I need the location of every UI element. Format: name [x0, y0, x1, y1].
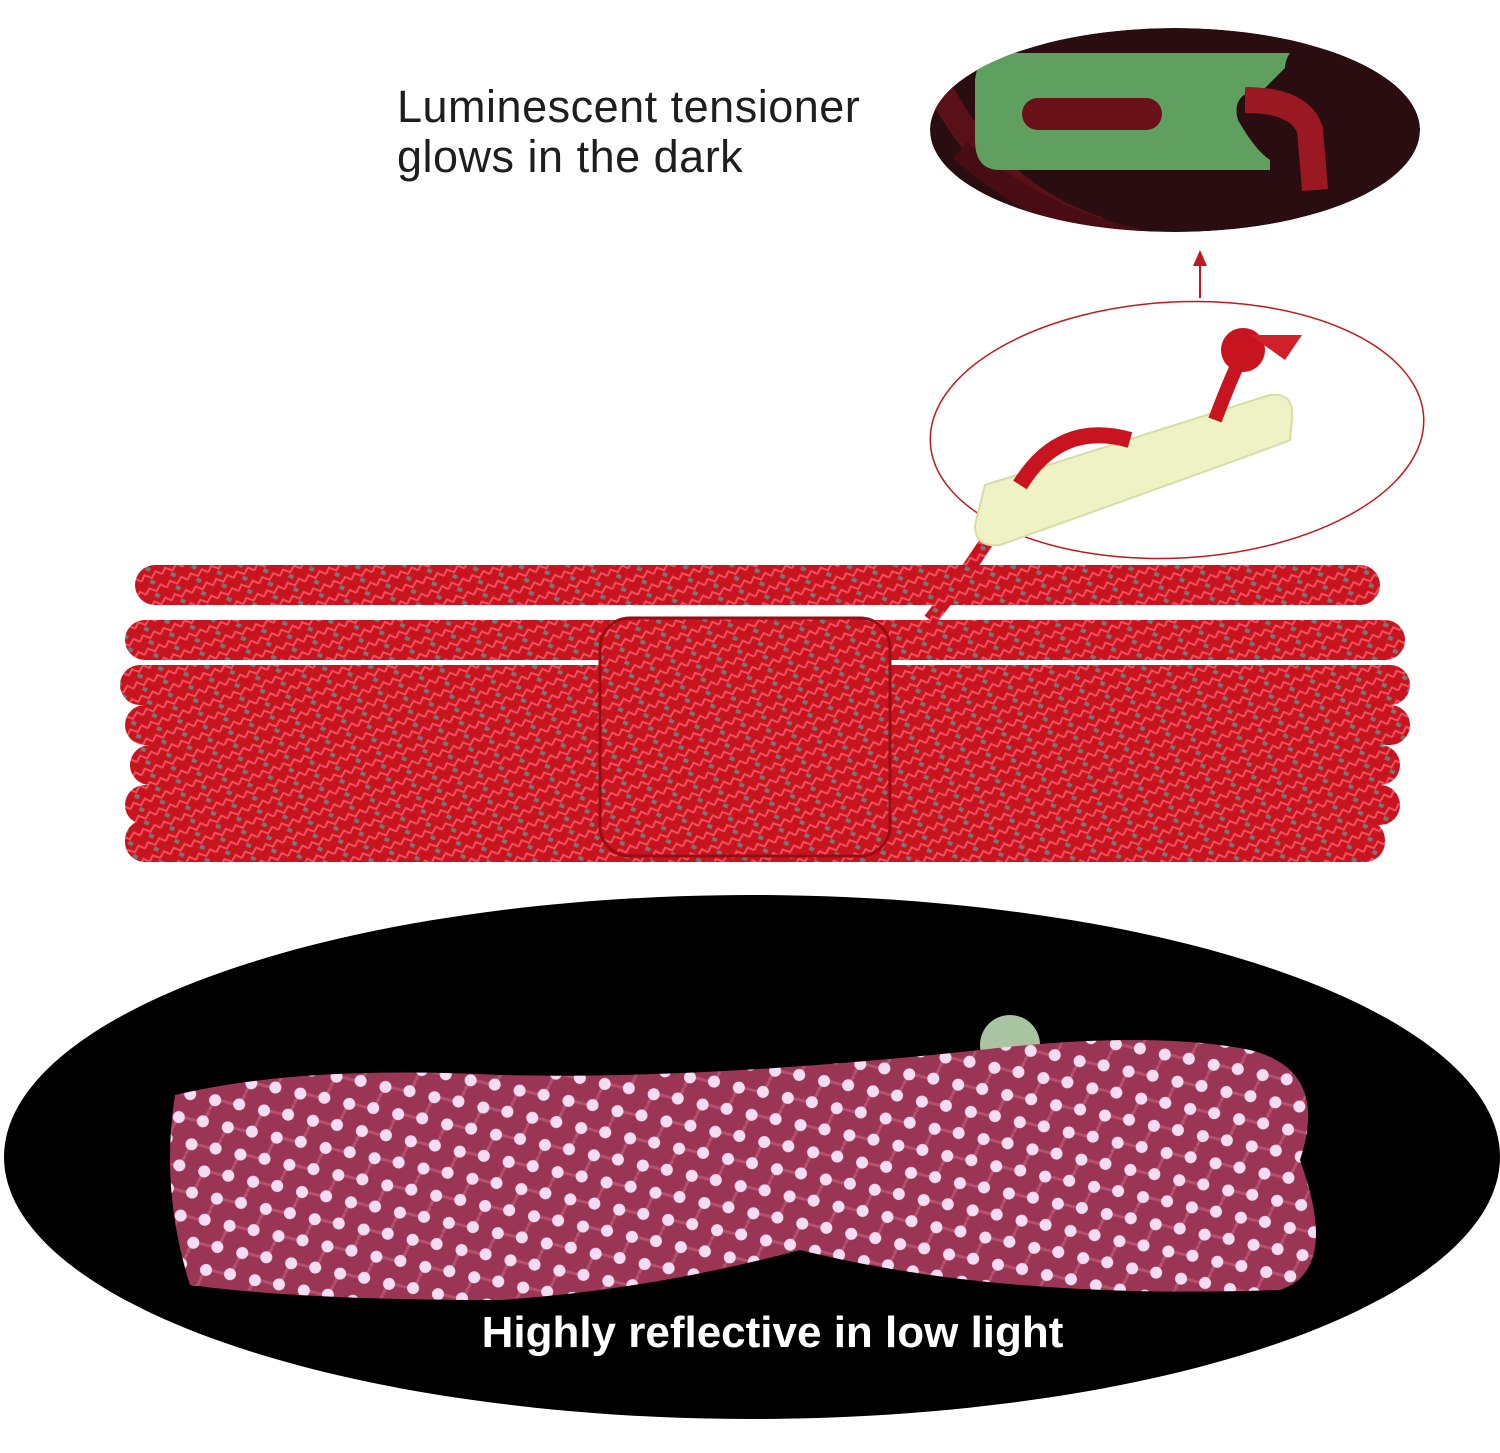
arrow-head-icon [1193, 250, 1207, 266]
glow-caption-line2: glows in the dark [397, 131, 744, 182]
rope-coil [120, 516, 1410, 862]
highlight-ellipse [929, 300, 1425, 560]
glow-caption-line1: Luminescent tensioner [397, 81, 861, 132]
glow-closeup [930, 28, 1420, 232]
glow-caption: Luminescent tensioner glows in the dark [397, 82, 860, 182]
tensioner [973, 328, 1302, 547]
reflective-caption: Highly reflective in low light [481, 1308, 1064, 1357]
reflective-rope [170, 1015, 1316, 1300]
